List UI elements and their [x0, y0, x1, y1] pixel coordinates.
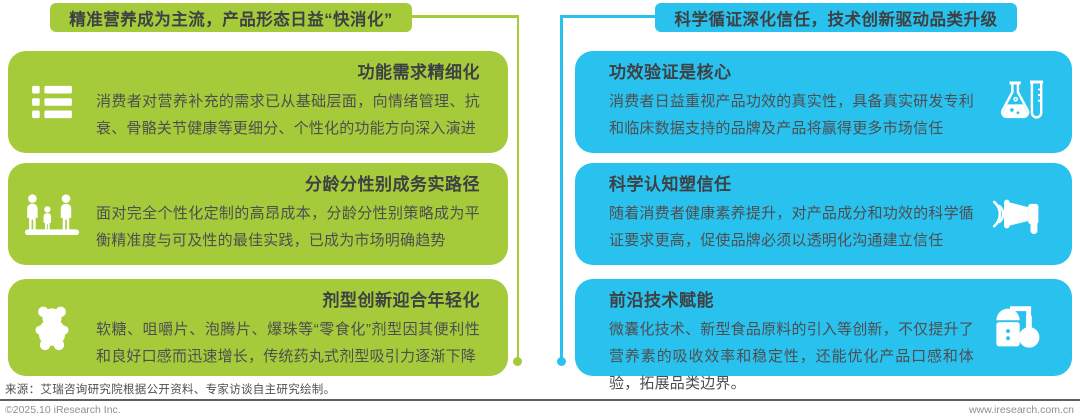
left-card-age-gender: 分龄分性别成务实路径 面对完全个性化定制的高昂成本，分龄分性别策略成为平衡精准度…: [8, 163, 508, 265]
gummy-bear-icon: [8, 279, 96, 376]
card-body: 微囊化技术、新型食品原料的引入等创新，不仅提升了营养素的吸收效率和稳定性，还能优…: [609, 321, 974, 392]
cyan-connector-vertical: [560, 15, 563, 361]
list-icon: [8, 51, 96, 153]
right-header-title: 科学循证深化信任，技术创新驱动品类升级: [674, 10, 998, 29]
card-body: 消费者对营养补充的需求已从基础层面，向情绪管理、抗衰、骨骼关节健康等更细分、个性…: [96, 93, 480, 137]
family-icon: [8, 163, 96, 265]
website-link[interactable]: www.iresearch.com.cn: [968, 404, 1074, 416]
left-card-function-needs: 功能需求精细化 消费者对营养补充的需求已从基础层面，向情绪管理、抗衰、骨骼关节健…: [8, 51, 508, 153]
footer-divider: [0, 399, 1080, 401]
right-card-science-trust: 科学认知塑信任 随着消费者健康素养提升，对产品成分和功效的科学循证要求更高，促使…: [575, 163, 1072, 265]
card-title: 科学认知塑信任: [609, 175, 732, 194]
card-body: 面对完全个性化定制的高昂成本，分龄分性别策略成为平衡精准度与可及性的最佳实践，已…: [96, 205, 480, 249]
card-title: 前沿技术赋能: [609, 291, 714, 310]
left-card-dosage-form: 剂型创新迎合年轻化 软糖、咀嚼片、泡腾片、爆珠等“零食化”剂型因其便利性和良好口…: [8, 279, 508, 376]
card-title: 功能需求精细化: [357, 63, 480, 82]
right-card-technology: 前沿技术赋能 微囊化技术、新型食品原料的引入等创新，不仅提升了营养素的吸收效率和…: [575, 279, 1072, 392]
card-body: 随着消费者健康素养提升，对产品成分和功效的科学循证要求更高，促使品牌必须以透明化…: [609, 205, 974, 249]
copyright-text: ©2025.10 iResearch Inc.: [5, 404, 121, 416]
cyan-connector-horizontal: [560, 15, 670, 18]
card-body: 消费者日益重视产品功效的真实性，具备真实研发专利和临床数据支持的品牌及产品将赢得…: [609, 93, 974, 137]
green-connector-horizontal: [400, 15, 519, 18]
card-title: 分龄分性别成务实路径: [305, 175, 480, 194]
source-note: 来源：艾瑞咨询研究院根据公开资料、专家访谈自主研究绘制。: [5, 384, 336, 396]
left-header-banner: 精准营养成为主流，产品形态日益“快消化”: [50, 3, 412, 32]
apparatus-icon: [974, 279, 1060, 376]
megaphone-icon: [974, 163, 1060, 265]
green-connector-dot: [513, 357, 522, 366]
right-header-banner: 科学循证深化信任，技术创新驱动品类升级: [655, 3, 1017, 32]
card-body: 软糖、咀嚼片、泡腾片、爆珠等“零食化”剂型因其便利性和良好口感而迅速增长，传统药…: [96, 321, 480, 365]
card-title: 功效验证是核心: [609, 63, 732, 82]
cyan-connector-dot: [557, 357, 566, 366]
green-connector-vertical: [516, 15, 519, 361]
right-card-efficacy: 功效验证是核心 消费者日益重视产品功效的真实性，具备真实研发专利和临床数据支持的…: [575, 51, 1072, 153]
left-header-title: 精准营养成为主流，产品形态日益“快消化”: [69, 10, 393, 29]
card-title: 剂型创新迎合年轻化: [322, 291, 480, 310]
flask-icon: [974, 51, 1060, 153]
